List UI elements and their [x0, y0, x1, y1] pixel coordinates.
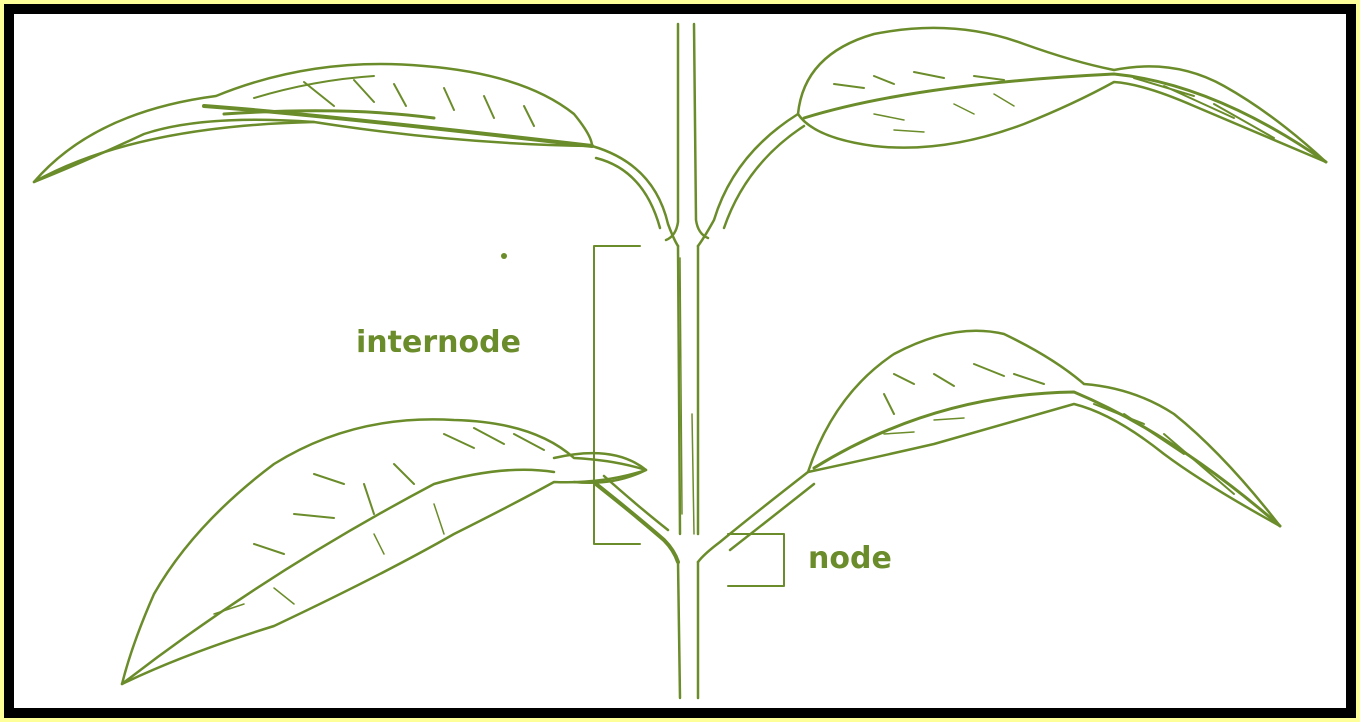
leaf-upper-left — [34, 64, 592, 182]
leaf-lower-left — [122, 419, 646, 684]
leaf-upper-right — [798, 28, 1326, 162]
node-bracket — [728, 534, 784, 586]
node-label: node — [808, 544, 892, 574]
lower-petioles — [596, 472, 814, 562]
plant-stem-illustration — [14, 14, 1346, 708]
stray-dot — [501, 253, 507, 259]
leaf-lower-right — [808, 331, 1280, 526]
diagram-frame: internode node — [4, 4, 1356, 718]
internode-label: internode — [356, 328, 521, 358]
main-stem — [666, 24, 708, 698]
